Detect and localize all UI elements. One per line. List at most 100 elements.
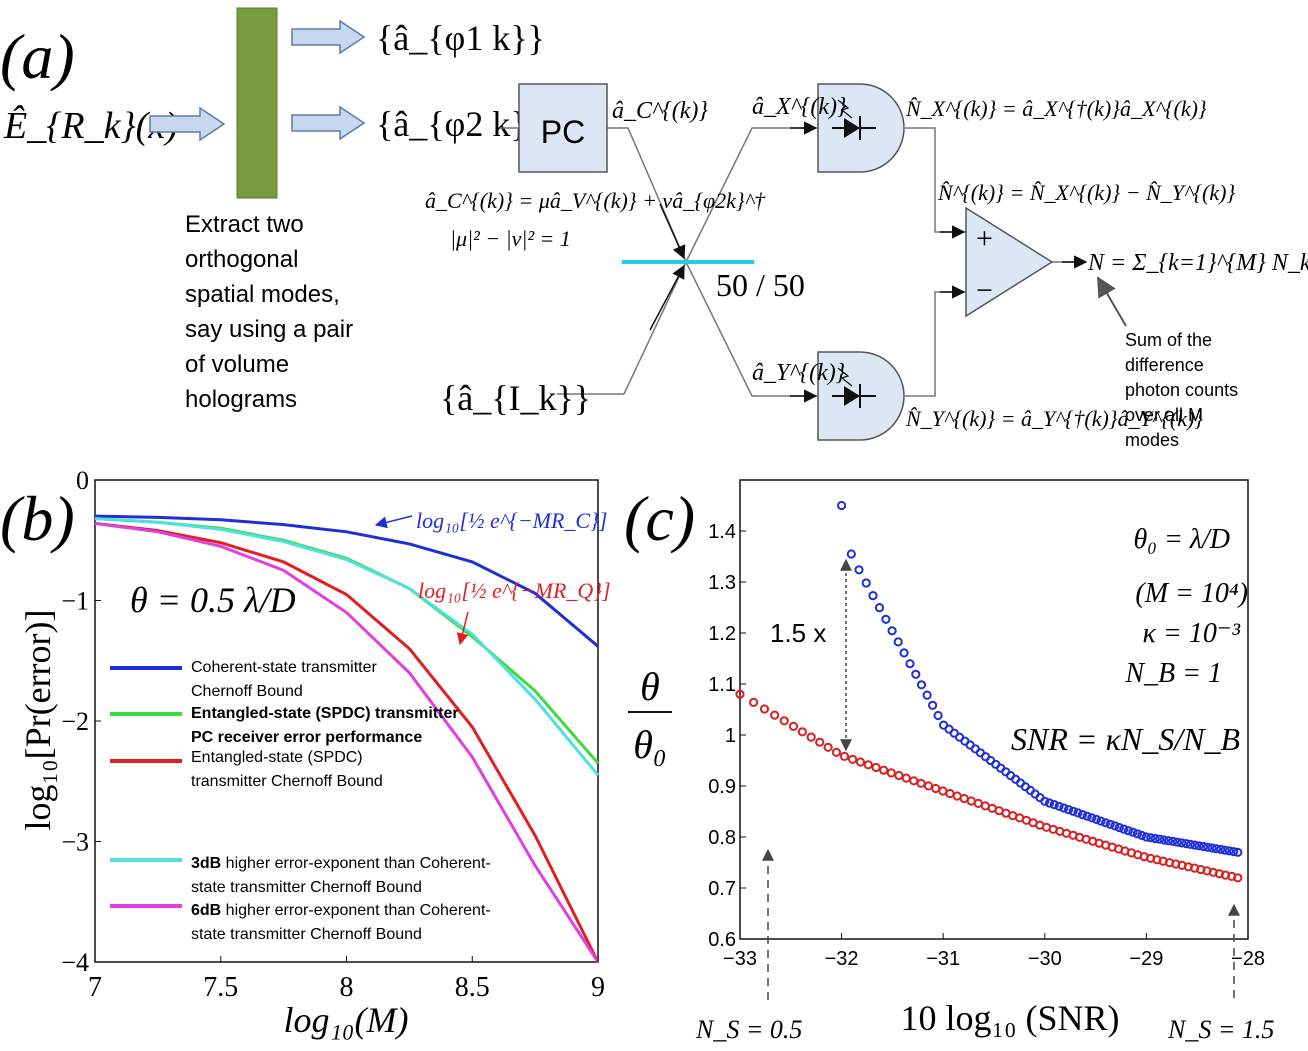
data-point — [1119, 824, 1129, 834]
ratio-label: 1.5 x — [770, 618, 826, 648]
data-point — [899, 648, 909, 658]
plot-b-xticks: 7 7.5 8 8.5 9 — [88, 956, 605, 1003]
y-tick-label: 0 — [76, 466, 89, 495]
sum-output-label: N = Σ_{k=1}^{M} N_k — [1087, 250, 1308, 276]
blue-curve-label: log₁₀[½ e^{−MR_C}] — [416, 508, 607, 533]
data-point — [1040, 796, 1050, 806]
data-point — [1224, 846, 1234, 856]
legend-text-rest: higher error-exponent than Coherent- — [221, 902, 491, 919]
data-point — [881, 614, 891, 624]
data-point — [1233, 847, 1243, 857]
plot-c-yticks: 0.60.70.80.911.11.21.31.4 — [708, 521, 746, 951]
data-point — [797, 727, 808, 737]
y-tick-label: 1 — [725, 725, 736, 747]
data-point — [779, 716, 789, 726]
x-tick-label: −28 — [1231, 948, 1265, 970]
data-point — [1163, 836, 1174, 846]
data-point — [933, 710, 943, 721]
series-line — [94, 521, 600, 963]
difference-amplifier — [965, 206, 1054, 318]
idler-arrow — [649, 264, 685, 331]
legend-text-rest: higher error-exponent than Coherent- — [221, 855, 491, 872]
data-point — [922, 690, 932, 700]
data-point — [928, 700, 938, 710]
count-x-label: N̂_X^{(k)} = â_X^{†(k)}â_X^{(k)} — [905, 96, 1207, 121]
legend-text: state transmitter Chernoff Bound — [191, 926, 422, 943]
x-tick-label: −29 — [1129, 948, 1163, 970]
x-tick-label: 7 — [88, 972, 102, 1003]
plot-c-ylabel-den: θ₀ — [633, 722, 667, 767]
signal-arrow — [659, 203, 686, 260]
data-point — [893, 637, 903, 647]
port-x-label: â_X^{(k)} — [752, 94, 847, 120]
extract-note-line: Extract two — [185, 211, 304, 238]
idler-modes-label: {â_{I_k}} — [440, 378, 591, 418]
data-point — [823, 742, 833, 752]
pc-constraint: |μ|² − |ν|² = 1 — [450, 226, 571, 251]
data-point — [1082, 811, 1092, 821]
sum-note-line: Sum of the — [1125, 330, 1212, 350]
data-point — [871, 762, 881, 773]
legend-text: Entangled-state (SPDC) — [191, 749, 363, 766]
x-tick-label: −32 — [825, 948, 859, 970]
series-line — [94, 514, 599, 648]
x-tick-label: 7.5 — [203, 972, 238, 1003]
data-point — [861, 578, 871, 588]
data-point — [1073, 808, 1083, 818]
data-point — [1068, 806, 1078, 816]
data-point — [916, 680, 927, 690]
data-point — [1207, 843, 1217, 853]
data-point — [894, 770, 904, 781]
data-point — [1216, 844, 1226, 855]
data-point — [855, 757, 866, 767]
data-point — [1150, 833, 1160, 844]
panel-b-label: (b) — [0, 483, 75, 554]
plot-c-xlabel: 10 log₁₀ (SNR) — [900, 998, 1119, 1038]
data-point — [868, 591, 878, 601]
pc-box — [518, 83, 608, 173]
sum-note: Sum of the difference photon counts over… — [1125, 330, 1238, 450]
minus-sign: − — [976, 274, 993, 307]
x-tick-label: −31 — [926, 948, 960, 970]
data-point — [905, 659, 915, 669]
legend-text: 6dB higher error-exponent than Coherent- — [191, 902, 491, 919]
data-point — [901, 773, 911, 783]
data-point — [735, 689, 745, 699]
panel-a-label: (a) — [0, 21, 75, 92]
data-point — [1229, 847, 1239, 857]
data-point — [1190, 840, 1200, 850]
plot-b-ylabel: log₁₀[Pr(error)] — [18, 609, 58, 830]
data-point — [1203, 842, 1213, 852]
data-point — [1194, 841, 1204, 851]
data-point — [911, 669, 921, 679]
data-point — [1146, 833, 1156, 843]
output-mode-2-label: {â_{φ2 k}} — [376, 104, 545, 144]
x-tick-label: 9 — [591, 972, 605, 1003]
extract-note-line: orthogonal — [185, 246, 298, 273]
kappa-equation: κ = 10⁻³ — [1142, 618, 1240, 649]
blue-label-arrow — [374, 515, 413, 529]
data-point — [831, 747, 842, 757]
data-point — [759, 704, 770, 714]
data-point — [770, 710, 780, 720]
y-tick-label: 1.3 — [708, 572, 736, 594]
x-tick-label: 8.5 — [455, 972, 490, 1003]
series-line — [94, 521, 600, 963]
extract-note-line: spatial modes, — [185, 281, 340, 308]
data-point — [806, 732, 816, 742]
output-mode-1-label: {â_{φ1 k}} — [376, 18, 545, 58]
sum-note-arrow — [1096, 276, 1127, 327]
data-point — [839, 751, 850, 762]
data-point — [879, 765, 889, 775]
legend-text: Chernoff Bound — [191, 683, 303, 700]
x-tick-label: 8 — [340, 972, 354, 1003]
sum-note-line: difference — [1125, 355, 1204, 375]
data-point — [1233, 873, 1243, 883]
y-tick-label: 0.6 — [708, 929, 736, 951]
data-point — [1123, 826, 1134, 836]
data-point — [1049, 800, 1059, 810]
input-field-label: Ê_{R_k}(x) — [3, 105, 178, 147]
legend-text: transmitter Chernoff Bound — [191, 773, 383, 790]
data-point — [846, 549, 856, 559]
